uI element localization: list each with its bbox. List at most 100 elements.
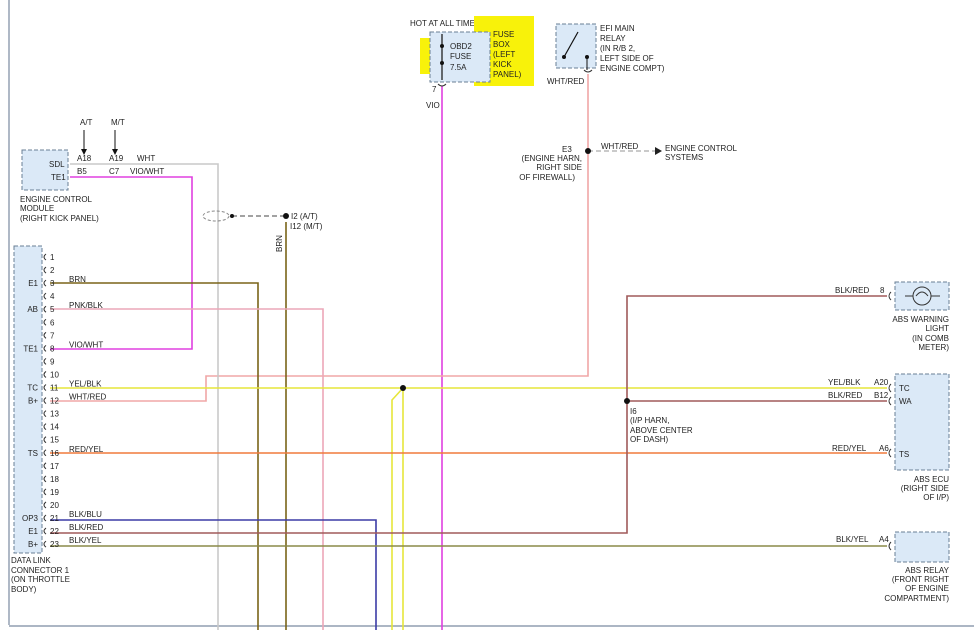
dlc-pin-name: E1 [28,279,38,288]
abs-relay-box [894,531,950,563]
dlc-pin-number: 7 [50,331,55,340]
wires [50,74,887,630]
dlc-terminal-mark [43,397,47,404]
i2-line-2: I12 (M/T) [290,222,323,231]
abs-light-pin: 8 [880,286,885,295]
engine-systems-line-1: ENGINE CONTROL [665,144,738,153]
abs-ecu-ts-wire: RED/YEL [832,444,867,453]
dlc-terminal-mark [43,540,47,548]
efi-relay-line-5: ENGINE COMPT) [600,64,665,73]
ecm-name-1: ENGINE CONTROL [20,195,93,204]
ecm-at-arrowhead [81,149,87,155]
terminal-mark-tc [888,383,892,393]
dlc-name-1: DATA LINK [11,556,51,565]
dlc-terminal-mark [43,410,47,417]
dlc-pin-name: AB [27,305,38,314]
brn-e1-wire [50,282,259,630]
abs-light-name-1: ABS WARNING [892,315,949,324]
ecm-b5: B5 [77,167,87,176]
abs-light-name-4: METER) [918,343,949,352]
abs-ecu-wa-wire: BLK/RED [828,391,862,400]
wht-wire [70,163,219,630]
efi-wire-label: WHT/RED [547,77,585,86]
abs-light-name-3: (IN COMB [912,334,949,343]
e3-id: E3 [562,145,572,154]
dlc-terminal-mark [43,462,47,470]
dlc-pin-number: 14 [50,423,59,432]
dlc-pin-number: 8 [50,344,55,353]
e3-desc-3: OF FIREWALL) [519,173,575,182]
abs-ecu-tc-pin: A20 [874,378,889,387]
i6-desc-3: OF DASH) [630,435,669,444]
dlc-wire-label: PNK/BLK [69,301,103,310]
fuse-terminal-bottom [440,61,444,65]
dlc-wire-label: VIO/WHT [69,340,103,349]
i2-line-1: I2 (A/T) [291,212,318,221]
dlc-wire-label: BRN [69,275,86,284]
abs-ecu-ts-name: TS [899,450,909,459]
dlc-pin-number: 3 [50,279,55,288]
ecm-c7: C7 [109,167,120,176]
dlc-terminal-mark [43,358,47,365]
ecm-wht: WHT [137,154,155,163]
abs-ecu-tc-wire: YEL/BLK [828,378,861,387]
i6-id: I6 [630,407,637,416]
dlc-pin-number: 5 [50,305,55,314]
terminal-mark-ts [888,448,892,458]
dlc-terminal-mark [43,514,47,522]
dlc-pin-number: 11 [50,384,59,393]
abs-ecu-box [894,373,950,471]
fuse-box-line-2: BOX [493,40,511,49]
dlc-pin-number: 23 [50,540,59,549]
ecm-pin-sdl: SDL [49,160,65,169]
dlc-pin-name: TC [27,384,38,393]
i6-splice [624,398,630,404]
dlc-wire-label: BLK/YEL [69,536,102,545]
abs-ecu-name-2: (RIGHT SIDE [901,484,949,493]
i2-ghost-connector [202,210,230,222]
dlc-wire-label: RED/YEL [69,445,104,454]
ecm-box [21,149,69,191]
abs-ecu-ts-pin: A6 [879,444,889,453]
dlc-terminal-mark [43,371,47,378]
dlc-terminal-mark [43,253,47,261]
dlc-pin-number: 16 [50,449,59,458]
abs-relay-name-2: (FRONT RIGHT [892,575,949,584]
splice-points [230,148,630,404]
dlc-pin-number: 9 [50,357,55,366]
fuse-box-outline [429,31,491,83]
ecm-name-3: (RIGHT KICK PANEL) [20,214,99,223]
e3-desc-2: RIGHT SIDE [536,163,582,172]
efi-relay-switch [563,31,579,58]
ecm-mt-label: M/T [111,118,125,127]
dlc-pin-number: 2 [50,266,55,275]
dlc-terminal-mark [43,266,47,274]
dlc-terminal-mark [43,384,47,391]
dlc-terminal-mark [43,501,47,509]
abs-light-name-2: LIGHT [925,324,949,333]
fuse-name-1: OBD2 [450,42,472,51]
dlc-pin-number: 6 [50,318,55,327]
abs-warning-light-box [894,281,950,311]
terminal-mark-abs-light [888,291,892,301]
fuse-pin-number: 7 [432,85,437,94]
efi-relay-box [555,23,597,69]
efi-relay-line-2: RELAY [600,34,626,43]
dlc-wire-label: WHT/RED [69,393,107,402]
dlc-pin-number: 21 [50,514,59,523]
ecm-a19: A19 [109,154,124,163]
engine-systems-line-2: SYSTEMS [665,153,703,162]
dlc-terminal-mark [43,305,47,313]
i2-wire-label: BRN [275,235,284,252]
abs-ecu-name-3: OF I/P) [923,493,949,502]
dlc-pin-name: TE1 [23,344,38,353]
dlc-pin-number: 22 [50,527,59,536]
dlc-pin-name: TS [28,449,38,458]
fuse-box-line-5: PANEL) [493,70,522,79]
abs-warning-lamp-filament [905,291,940,297]
terminal-mark-abs-relay [888,541,892,551]
blk-red-wire [50,295,887,534]
right-terminal-marks [437,69,892,551]
